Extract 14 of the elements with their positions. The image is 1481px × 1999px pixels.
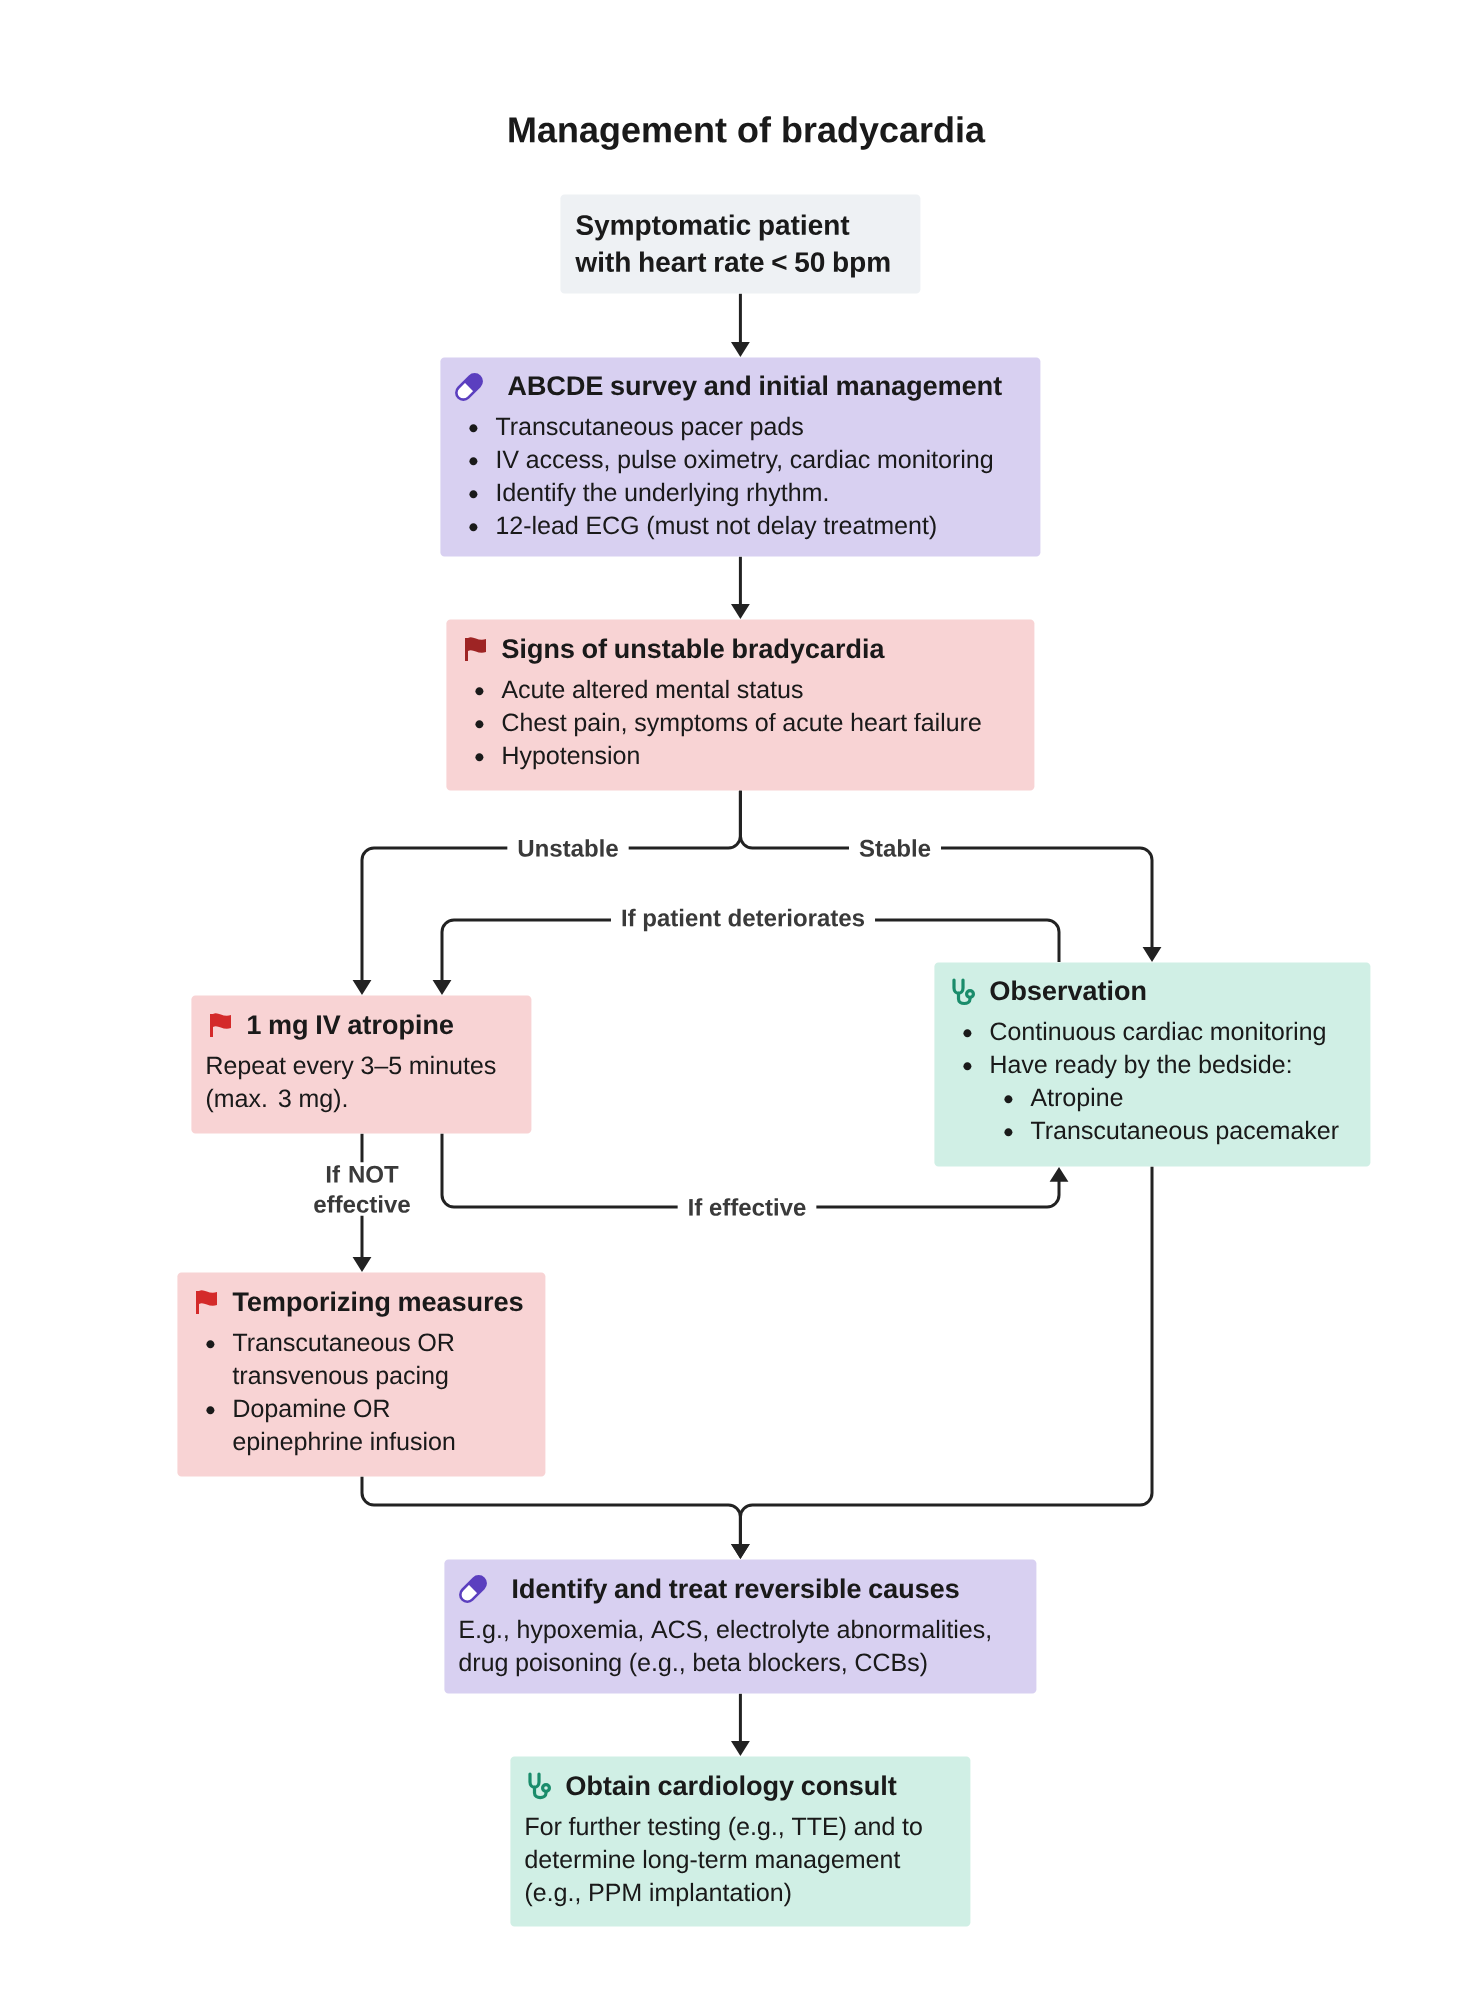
edge-label: If patient deteriorates (610, 905, 876, 935)
process-box: Obtain cardiology consult For further testing (e.g., TTE) and to determine long-term management (e.g., PPM implantation) (510, 1756, 971, 1927)
edge-label: If effective (677, 1195, 817, 1219)
process-box: 1 mg IV atropine Repeat every 3–5 minutes (max. 3 mg). (191, 995, 532, 1134)
process-box: Observation Continuous cardiac monitoring Have ready by the bedside: Atropine Transcutaneous pacemaker (934, 962, 1371, 1167)
edge-label: Unstable (507, 836, 629, 860)
process-box: Temporizing measures Transcutaneous OR transvenous pacing Dopamine OR epinephrine infusion (177, 1272, 546, 1477)
process-box: Signs of unstable bradycardia Acute altered mental status Chest pain, symptoms of acute heart failure Hypotension (446, 619, 1035, 791)
process-box: Symptomatic patient with heart rate < 50 bpm (560, 194, 921, 294)
title: Management of bradycardia (509, 116, 986, 150)
edge-label: If NOT effective (301, 1162, 423, 1216)
process-box: Identify and treat reversible causes E.g., hypoxemia, ACS, electrolyte abnormalities, drug poisoning (e.g., beta blockers, CCBs) (444, 1559, 1037, 1694)
process-box: ABCDE survey and initial management Transcutaneous pacer pads IV access, pulse oximetry, cardiac monitoring Identify the underlying rhythm. 12-lead ECG (must not delay treatment) (440, 357, 1041, 557)
edge-label: Stable (849, 836, 941, 860)
